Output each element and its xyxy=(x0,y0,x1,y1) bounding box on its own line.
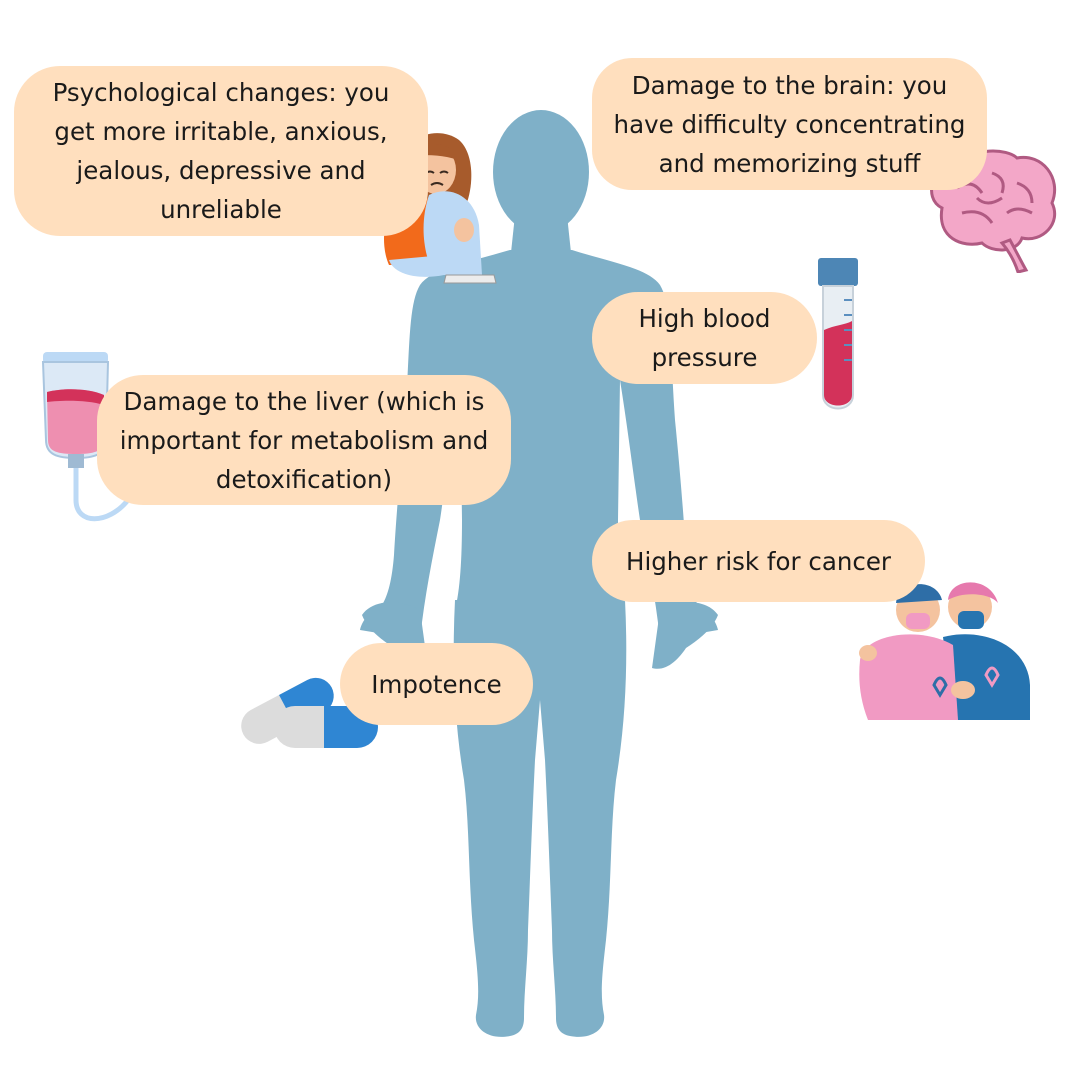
callout-brain: Damage to the brain: you have difficulty… xyxy=(592,58,987,190)
iv-bag-icon xyxy=(41,352,174,522)
cancer-support-people-icon xyxy=(859,582,1030,720)
callout-blood-pressure: High blood pressure xyxy=(592,292,817,384)
callout-cancer: Higher risk for cancer xyxy=(592,520,925,602)
callout-impotence: Impotence xyxy=(340,643,533,725)
callout-psychological: Psychological changes: you get more irri… xyxy=(14,66,428,236)
callout-cancer-text: Higher risk for cancer xyxy=(626,546,891,576)
callout-liver-text: Damage to the liver (which is important … xyxy=(119,386,489,494)
blood-test-tube-icon xyxy=(818,258,858,410)
callout-brain-text: Damage to the brain: you have difficulty… xyxy=(613,70,966,178)
callout-impotence-text: Impotence xyxy=(371,669,502,699)
callout-psychological-text: Psychological changes: you get more irri… xyxy=(52,78,390,224)
callout-liver: Damage to the liver (which is important … xyxy=(97,375,511,505)
callout-blood-pressure-text: High blood pressure xyxy=(638,304,771,372)
